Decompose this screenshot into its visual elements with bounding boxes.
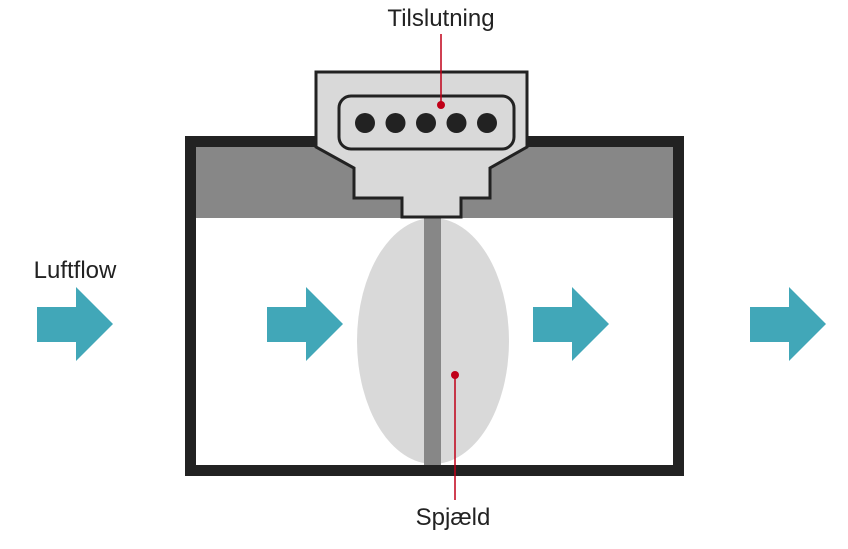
damper-shaft [424,218,441,465]
damper-label: Spjæld [416,504,491,531]
connector-pin [416,113,436,133]
connector-pin [355,113,375,133]
airflow-arrow-before-damper-icon [267,287,343,361]
airflow-arrows [37,287,826,361]
connector-socket [337,94,516,151]
connection-callout-dot [437,101,445,109]
airflow-label: Luftflow [34,257,117,284]
damper-callout-dot [451,371,459,379]
connector-pins [355,113,497,133]
connector-pin [385,113,406,133]
connector-housing [314,70,529,219]
connector-pin [446,113,467,133]
airflow-arrow-after-damper-icon [533,287,609,361]
airflow-arrow-outlet-icon [750,287,826,361]
airflow-arrow-inlet-icon [37,287,113,361]
connector-pin [477,113,497,133]
connection-label: Tilslutning [387,5,494,32]
